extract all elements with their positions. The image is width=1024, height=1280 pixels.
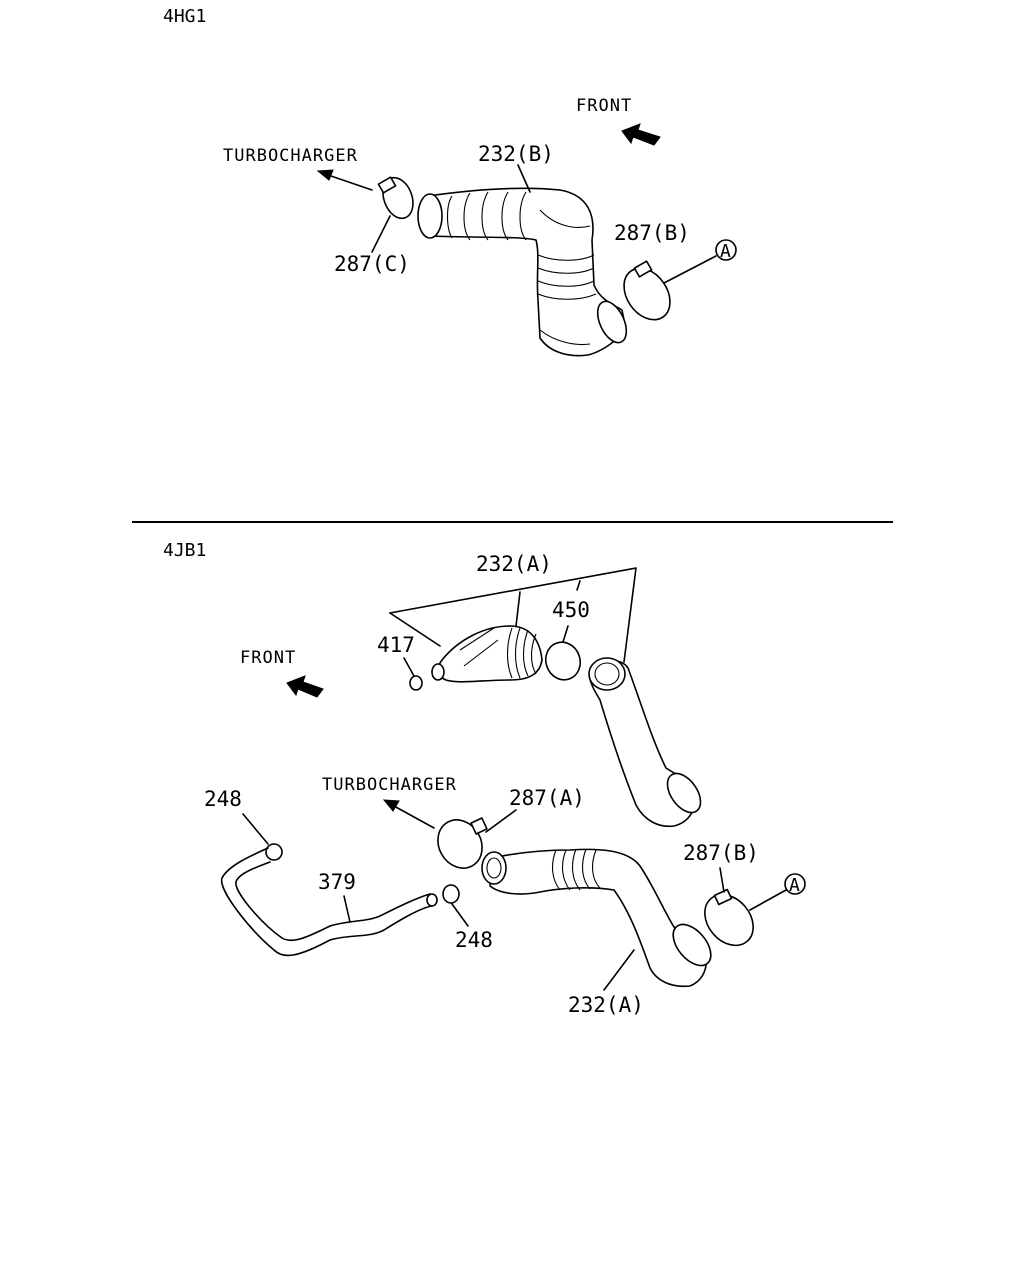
label-248-top: 248 (204, 787, 242, 811)
clamp-287b-drawing-top (623, 255, 717, 321)
ref-circle-a-top: A (715, 239, 737, 262)
label-232a-bottom: 232(A) (568, 993, 644, 1017)
ref-circle-a-bottom: A (784, 873, 806, 896)
ring-450-drawing (544, 625, 582, 681)
svg-text:A: A (789, 875, 800, 896)
label-287c: 287(C) (334, 252, 410, 276)
label-417: 417 (377, 633, 415, 657)
clamp-287c-drawing (371, 176, 414, 253)
label-232a-top: 232(A) (476, 552, 552, 576)
label-287b-bottom: 287(B) (683, 841, 759, 865)
clip-417-drawing (403, 657, 423, 691)
clamp-287b-drawing-bottom (704, 867, 787, 947)
bracket-232a (389, 567, 637, 663)
turbocharger-arrow-icon-bottom (382, 799, 435, 829)
turbocharger-label-top: TURBOCHARGER (223, 146, 358, 166)
hose-232a-lower-drawing (481, 848, 712, 991)
label-379: 379 (318, 870, 356, 894)
engine-label-4hg1: 4HG1 (163, 6, 206, 27)
tube-379-drawing (221, 847, 438, 957)
label-287b-top: 287(B) (614, 221, 690, 245)
label-450: 450 (552, 598, 590, 622)
clamp-287a-drawing (437, 809, 517, 869)
turbocharger-label-bottom: TURBOCHARGER (322, 775, 457, 795)
svg-text:A: A (720, 241, 731, 262)
clip-248-bottom-drawing (442, 884, 469, 927)
clip-248-top-drawing (242, 813, 283, 861)
front-label-top: FRONT (576, 96, 632, 116)
front-label-bottom: FRONT (240, 648, 296, 668)
hose-232a-upper-drawing (431, 625, 543, 683)
hose-232b-drawing (417, 164, 628, 357)
label-248-bottom: 248 (455, 928, 493, 952)
label-287a: 287(A) (509, 786, 585, 810)
front-arrow-icon-bottom (286, 675, 324, 698)
front-arrow-icon-top (621, 123, 661, 146)
section-4hg1: 4HG1 FRONT TURBOCHARGER 287(C) (163, 6, 737, 357)
label-232b: 232(B) (478, 142, 554, 166)
tube-232a-upper-drawing (588, 657, 702, 828)
turbocharger-arrow-icon-top (316, 169, 373, 191)
section-4jb1: 4JB1 FRONT 232(A) 450 417 (163, 540, 806, 1017)
engine-label-4jb1: 4JB1 (163, 540, 206, 561)
